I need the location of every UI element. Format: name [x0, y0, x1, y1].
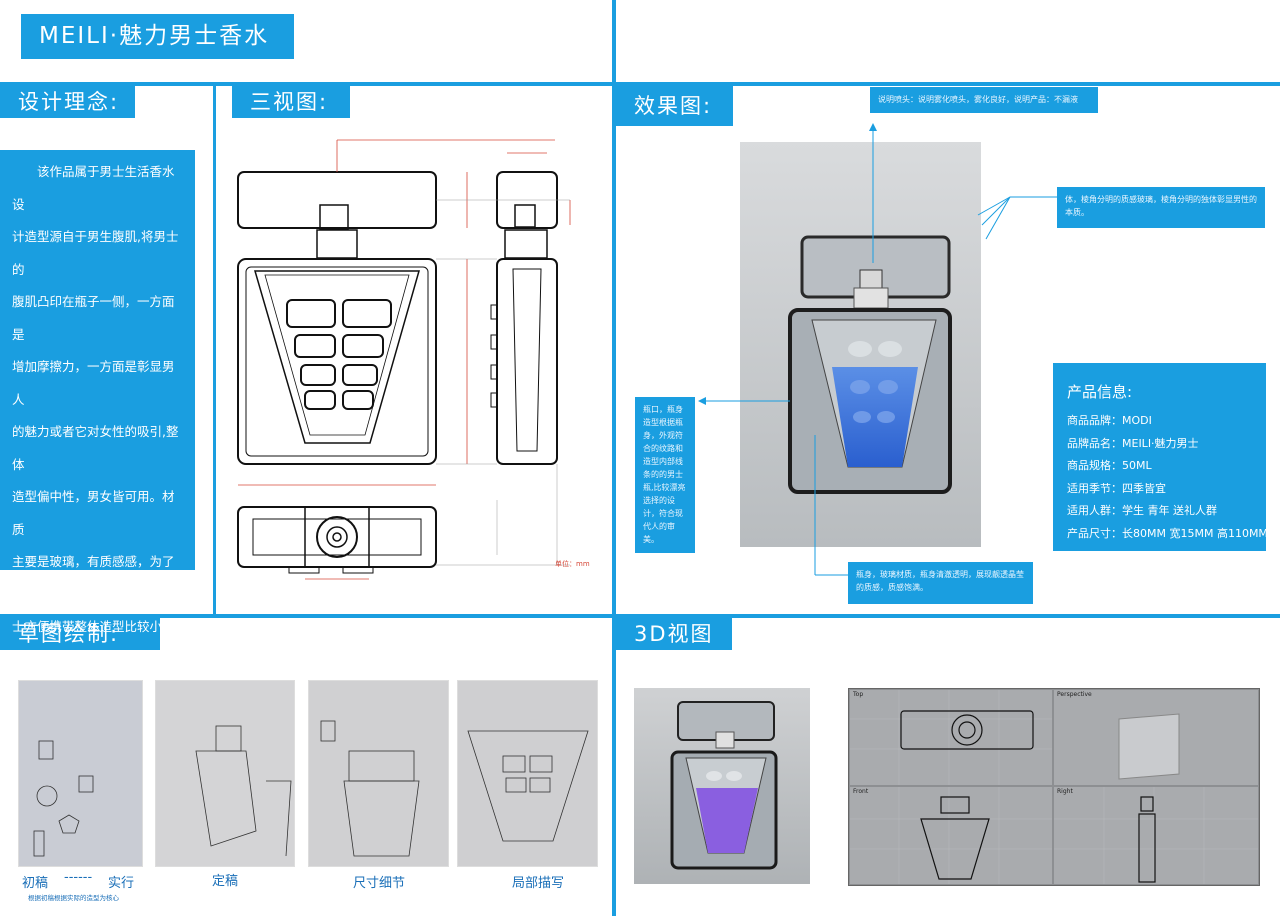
sketch-photo-detail	[457, 680, 598, 867]
caption-first: 初稿	[22, 876, 49, 891]
product-info-row: 品牌品名：MEILI·魅力男士	[1067, 436, 1199, 450]
concept-line: 士方便携带整体造型比较小，宽	[12, 619, 175, 667]
section-render-label: 效果图:	[634, 93, 713, 118]
three-view-drawing: 单位：mm	[237, 139, 590, 580]
divider-top	[0, 82, 1280, 86]
callout-right-text: 体，棱角分明的质感玻璃，棱角分明的独体彰显男性的本质。	[1065, 195, 1257, 217]
concept-line: 造型偏中性，男女皆可用。材质	[12, 489, 175, 537]
product-info-row: 适用人群：学生 青年 送礼人群	[1067, 504, 1217, 517]
product-info-row: 商品品牌：MODI	[1067, 414, 1152, 427]
concept-line: 主要是玻璃，有质感感，为了男	[12, 554, 175, 602]
perfume-render-image	[740, 142, 981, 547]
section-concept-header: 设计理念:	[0, 86, 135, 118]
unit-label: 单位：mm	[555, 559, 590, 568]
viewport-label-right: Right	[1057, 788, 1073, 795]
section-3d-header: 3D视图	[616, 618, 732, 650]
callout-top-text: 说明喷头：说明雾化喷头，雾化良好，说明产品：不漏液	[878, 95, 1078, 104]
caption-note: 根据初稿根据实际的造型为核心	[28, 894, 119, 902]
title-bar: MEILI·魅力男士香水	[21, 14, 294, 59]
callout-top: 说明喷头：说明雾化喷头，雾化良好，说明产品：不漏液	[870, 87, 1098, 113]
concept-line: 或爸爸。	[12, 879, 63, 894]
render-3d-image	[634, 688, 810, 884]
product-info-row: 商品规格：50ML	[1067, 459, 1152, 472]
sketch-photo-dimension	[308, 680, 449, 867]
product-info-row: 适用季节：四季皆宜	[1067, 481, 1166, 495]
caption-detail: 局部描写	[512, 876, 565, 891]
callout-leader-lines	[698, 123, 1057, 576]
callout-bottom: 瓶身，玻璃材质，瓶身清澈透明，展现靓透晶莹的质感，质感饱满。	[848, 562, 1033, 604]
concept-line: 增加摩擦力，一方面是彰显男人	[12, 359, 175, 407]
product-info-row: 产品尺寸：长80MM 宽15MM 高110MM	[1067, 526, 1268, 540]
callout-bottom-text: 瓶身，玻璃材质，瓶身清澈透明，展现靓透晶莹的质感，质感饱满。	[856, 570, 1024, 592]
concept-line: 计造型源自于男生腹肌,将男士的	[12, 229, 179, 277]
callout-left-text: 瓶口，瓶身造型根据瓶身，外观符合的纹路和造型内部线条的的男士瓶,比较漂亮选择的设…	[643, 405, 686, 544]
concept-line: 的魅力或者它对女性的吸引,整体	[12, 424, 179, 472]
caption-dimension: 尺寸细节	[353, 876, 406, 891]
product-info-title: 产品信息:	[1067, 383, 1133, 401]
concept-line: 腹肌凸印在瓶子一侧，一方面是	[12, 294, 175, 342]
sketch-photo-final	[155, 680, 295, 867]
caption-dash: ------	[64, 870, 93, 885]
section-render-header: 效果图:	[616, 86, 733, 126]
section-three-view-header: 三视图:	[232, 86, 350, 118]
viewport-label-perspective: Perspective	[1057, 691, 1092, 698]
divider-middle	[0, 614, 1280, 618]
divider-left	[213, 86, 216, 614]
viewport-label-top: Top	[852, 691, 863, 698]
section-3d-label: 3D视图	[634, 621, 714, 646]
cad-viewport-grid: Top Perspective Front Right	[850, 690, 1258, 884]
caption-real: 实行	[108, 876, 135, 891]
viewport-label-front: Front	[853, 788, 869, 795]
divider-center	[612, 0, 616, 916]
product-info-box: 产品信息: 商品品牌：MODI 品牌品名：MEILI·魅力男士 商品规格：50M…	[1053, 363, 1268, 551]
sketch-photo-first	[18, 680, 143, 867]
callout-right: 体，棱角分明的质感玻璃，棱角分明的独体彰显男性的本质。	[1057, 187, 1265, 228]
section-three-view-label: 三视图:	[250, 89, 329, 114]
section-concept-label: 设计理念:	[18, 89, 120, 114]
section-sketch-header: 草图绘制:	[0, 618, 160, 650]
concept-text-block: 该作品属于男士生活香水设 计造型源自于男生腹肌,将男士的 腹肌凸印在瓶子一侧，一…	[0, 150, 195, 894]
section-sketch-label: 草图绘制:	[18, 621, 120, 646]
callout-left: 瓶口，瓶身造型根据瓶身，外观符合的纹路和造型内部线条的的男士瓶,比较漂亮选择的设…	[635, 397, 695, 553]
caption-final: 定稿	[212, 874, 239, 889]
page-title: MEILI·魅力男士香水	[39, 23, 270, 49]
cad-viewports: Top Perspective Front Right	[848, 688, 1260, 886]
concept-line: 该作品属于男士生活香水设	[12, 164, 175, 212]
